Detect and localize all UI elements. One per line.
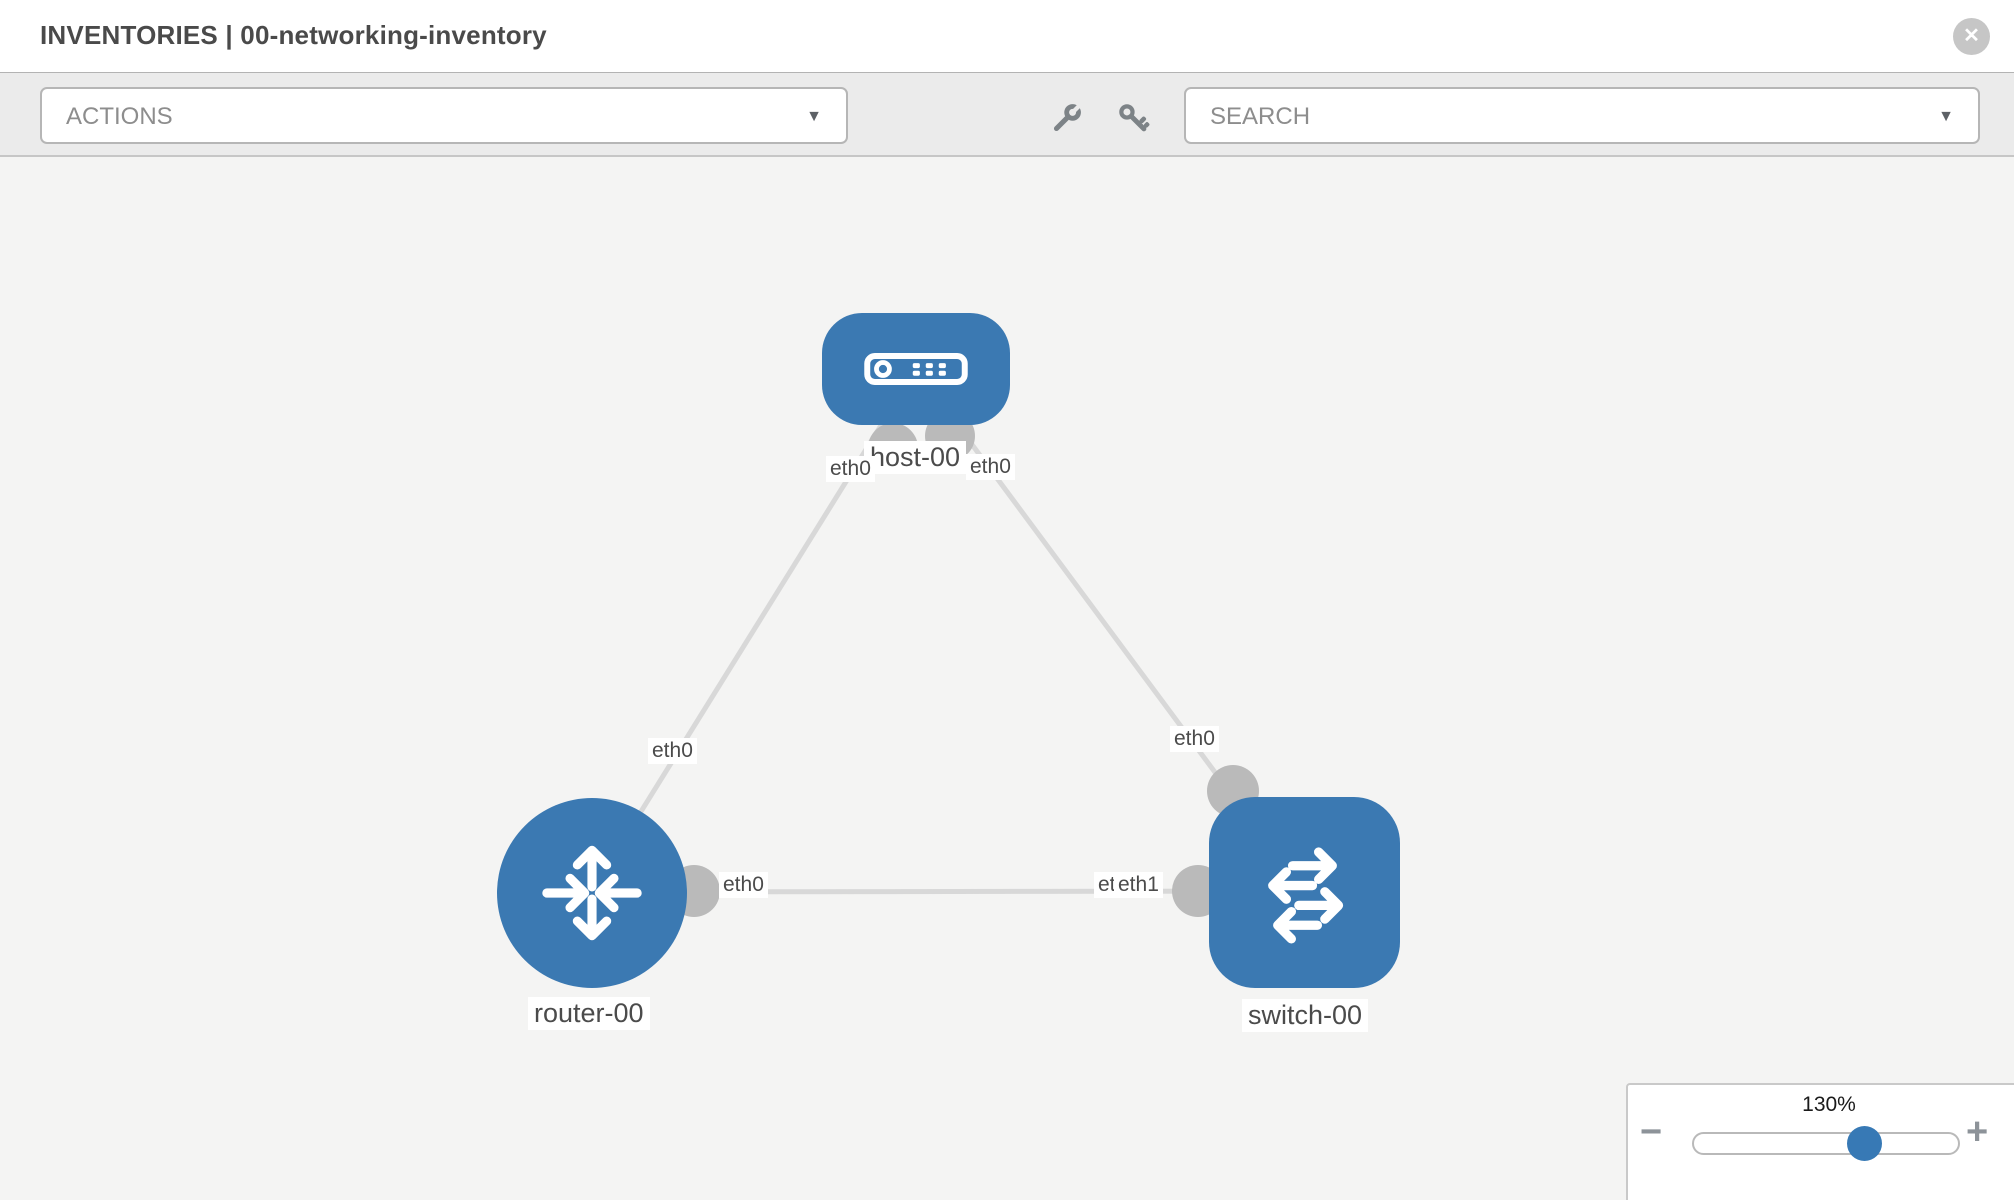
node-host-00[interactable] (822, 313, 1010, 425)
node-switch-00[interactable] (1209, 797, 1400, 988)
key-icon (1119, 104, 1150, 132)
node-router-00[interactable] (497, 798, 687, 988)
close-button[interactable]: ✕ (1953, 18, 1990, 55)
chevron-down-icon: ▼ (1938, 108, 1954, 125)
interface-label-switch-eth0-to-host: eth0 (1170, 726, 1219, 752)
actions-dropdown[interactable]: ACTIONS ▼ (40, 87, 848, 144)
topology-canvas[interactable]: host-00 router-00 switch-00 eth0 eth0 et… (0, 157, 2014, 1200)
node-label-host: host-00 (864, 441, 967, 474)
actions-dropdown-label: ACTIONS (66, 103, 173, 130)
close-icon: ✕ (1963, 25, 1980, 47)
search-dropdown-label: SEARCH (1210, 103, 1311, 130)
node-label-router: router-00 (528, 997, 650, 1030)
toolbar: ACTIONS ▼ SEARCH ▼ (0, 72, 2014, 157)
interface-label-router-eth0-to-switch: eth0 (719, 872, 768, 898)
interface-label-router-eth0-to-host: eth0 (648, 738, 697, 764)
interface-label-host-eth0-to-router: eth0 (826, 456, 875, 482)
topology-links-layer (588, 367, 1306, 917)
interface-label-host-eth0-to-switch: eth0 (966, 454, 1015, 480)
zoom-slider[interactable] (1692, 1126, 1960, 1161)
zoom-out-button[interactable]: − (1640, 1111, 1662, 1154)
interface-label-switch-eth1-to-router: eth1 (1114, 872, 1163, 898)
key-button[interactable] (1110, 95, 1158, 143)
plus-icon: + (1966, 1111, 1989, 1153)
zoom-panel: 130% − + (1626, 1083, 2014, 1200)
page-title: INVENTORIES | 00-networking-inventory (40, 20, 547, 50)
router-icon (542, 845, 642, 941)
zoom-slider-thumb[interactable] (1847, 1126, 1882, 1161)
host-icon (864, 353, 968, 385)
search-dropdown[interactable]: SEARCH ▼ (1184, 87, 1980, 144)
modal-header: INVENTORIES | 00-networking-inventory ✕ (0, 0, 2014, 72)
wrench-icon (1053, 103, 1082, 132)
configure-button[interactable] (1042, 95, 1090, 143)
minus-icon: − (1640, 1111, 1663, 1153)
node-label-switch: switch-00 (1242, 999, 1369, 1032)
switch-icon (1267, 846, 1343, 944)
zoom-level-value: 130% (1802, 1093, 1856, 1116)
chevron-down-icon: ▼ (806, 108, 822, 125)
zoom-in-button[interactable]: + (1966, 1111, 1988, 1154)
